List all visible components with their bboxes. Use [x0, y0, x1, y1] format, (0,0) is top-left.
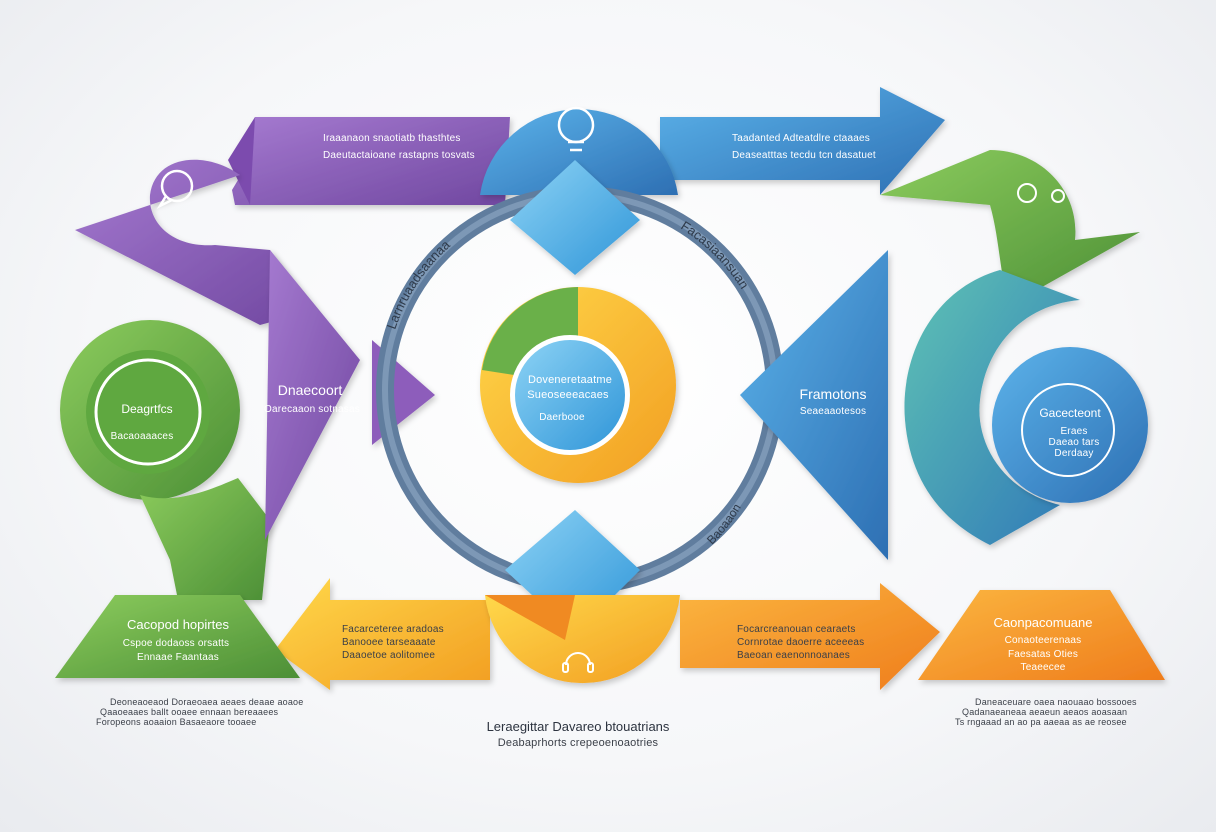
lightbulb-icon [557, 106, 595, 152]
bottom-right-trap-title: Caonpacomuane [993, 615, 1093, 630]
center-line2: Sueoseeeacaes [527, 389, 609, 401]
top-left-arrow [228, 117, 510, 205]
bottom-right-trap-line1: Conaoteerenaas [1004, 635, 1082, 646]
bottom-right-arrow-line1: Focarcreanouan cearaets [737, 624, 856, 635]
footnote-left-line2: Qaaoeaaes ballt ooaee ennaan bereaaees [100, 707, 279, 717]
bottom-right-arrow-line3: Baeoan eaenonnoanaes [737, 650, 850, 661]
left-purple-swoosh [75, 159, 315, 325]
right-teal-swoosh [904, 270, 1080, 545]
bottom-half-circle [485, 595, 680, 684]
center-pie [480, 287, 676, 483]
top-right-arrow-line1: Taadanted Adteatdlre ctaaaes [732, 133, 870, 144]
bottom-left-arrow-line2: Banooee tarseaaate [342, 637, 436, 648]
chat-icon [156, 169, 194, 210]
headphones-icon [562, 652, 594, 673]
footnote-left-line3: Foropeons aoaaion Basaeaore tooaee [96, 717, 257, 727]
left-triangle-title: Dnaecoort [277, 382, 343, 398]
ring-text-top-left: Larnruaadsaanaa [384, 237, 454, 331]
bottom-right-trap-line3: Teaeecee [1020, 662, 1066, 673]
bottom-right-trap-line2: Faesatas Oties [1007, 649, 1079, 660]
right-circle-title: Gacecteont [1039, 406, 1101, 420]
center-line1: Doveneretaatme [527, 374, 613, 386]
recycle-icon [1017, 183, 1065, 203]
ring-text-top-right: Facasiaansuan [678, 218, 752, 292]
right-blue-circle [992, 347, 1148, 503]
right-circle-line4: Derdaay [1054, 448, 1094, 459]
right-circle-line2: Eraes [1060, 426, 1088, 437]
bottom-left-arrow-line3: Daaoetoe aolitomee [342, 650, 436, 661]
right-triangle-title: Framotons [799, 386, 867, 402]
left-circle-title: Deagrtfcs [121, 402, 173, 416]
footnote-right-line2: Qadanaeaneaa aeaeun aeaos aoasaan [962, 707, 1128, 717]
bottom-right-trapezoid [918, 590, 1165, 680]
footnote-right-line1: Daneaceuare oaea naouaao bossooes [975, 697, 1137, 707]
bottom-left-arrow-line1: Facarceteree aradoas [342, 624, 444, 635]
footer-line2: Deabaprhorts crepeoenoaotries [497, 737, 659, 749]
left-circle-subtitle: Bacaoaaaces [110, 431, 174, 442]
bottom-left-trapezoid [55, 595, 300, 678]
left-triangle-subtitle: Oarecaaon sotnasas [264, 404, 360, 415]
top-left-arrow-line2: Daeutactaioane rastapns tosvats [323, 150, 475, 161]
right-circle-line3: Daeao tars [1048, 437, 1100, 448]
footer-line1: Leraegittar Davareo btouatrians [486, 719, 670, 734]
bottom-left-arrow [275, 578, 490, 690]
right-blue-triangle [740, 250, 888, 560]
footnote-left-line1: Deoneaoeaod Doraeoaea aeaes deaae aoaoe [110, 697, 304, 707]
top-half-circle [480, 109, 678, 195]
top-right-arrow-line2: Deaseatttas tecdu tcn dasatuet [732, 150, 876, 161]
center-line3: Daerbooe [539, 412, 585, 423]
top-diamond [510, 160, 640, 275]
bottom-left-trap-line2: Ennaae Faantaas [137, 652, 219, 663]
bottom-left-trap-line1: Cspoe dodaoss orsatts [122, 638, 230, 649]
bottom-right-arrow-line2: Cornrotae daoerre aceeeas [737, 637, 865, 648]
right-green-leaf [880, 150, 1140, 305]
left-purple-triangle [265, 250, 360, 540]
top-right-arrow [660, 87, 945, 195]
left-green-circle [60, 320, 270, 600]
bottom-right-arrow [680, 583, 940, 690]
bottom-left-trap-title: Cacopod hopirtes [127, 617, 229, 632]
right-triangle-subtitle: Seaeaaotesos [799, 406, 867, 417]
top-left-arrow-line1: Iraaanaon snaotiatb thasthtes [323, 133, 461, 144]
footnote-right-line3: Ts rngaaad an ao pa aaeaa as ae reosee [955, 717, 1127, 727]
